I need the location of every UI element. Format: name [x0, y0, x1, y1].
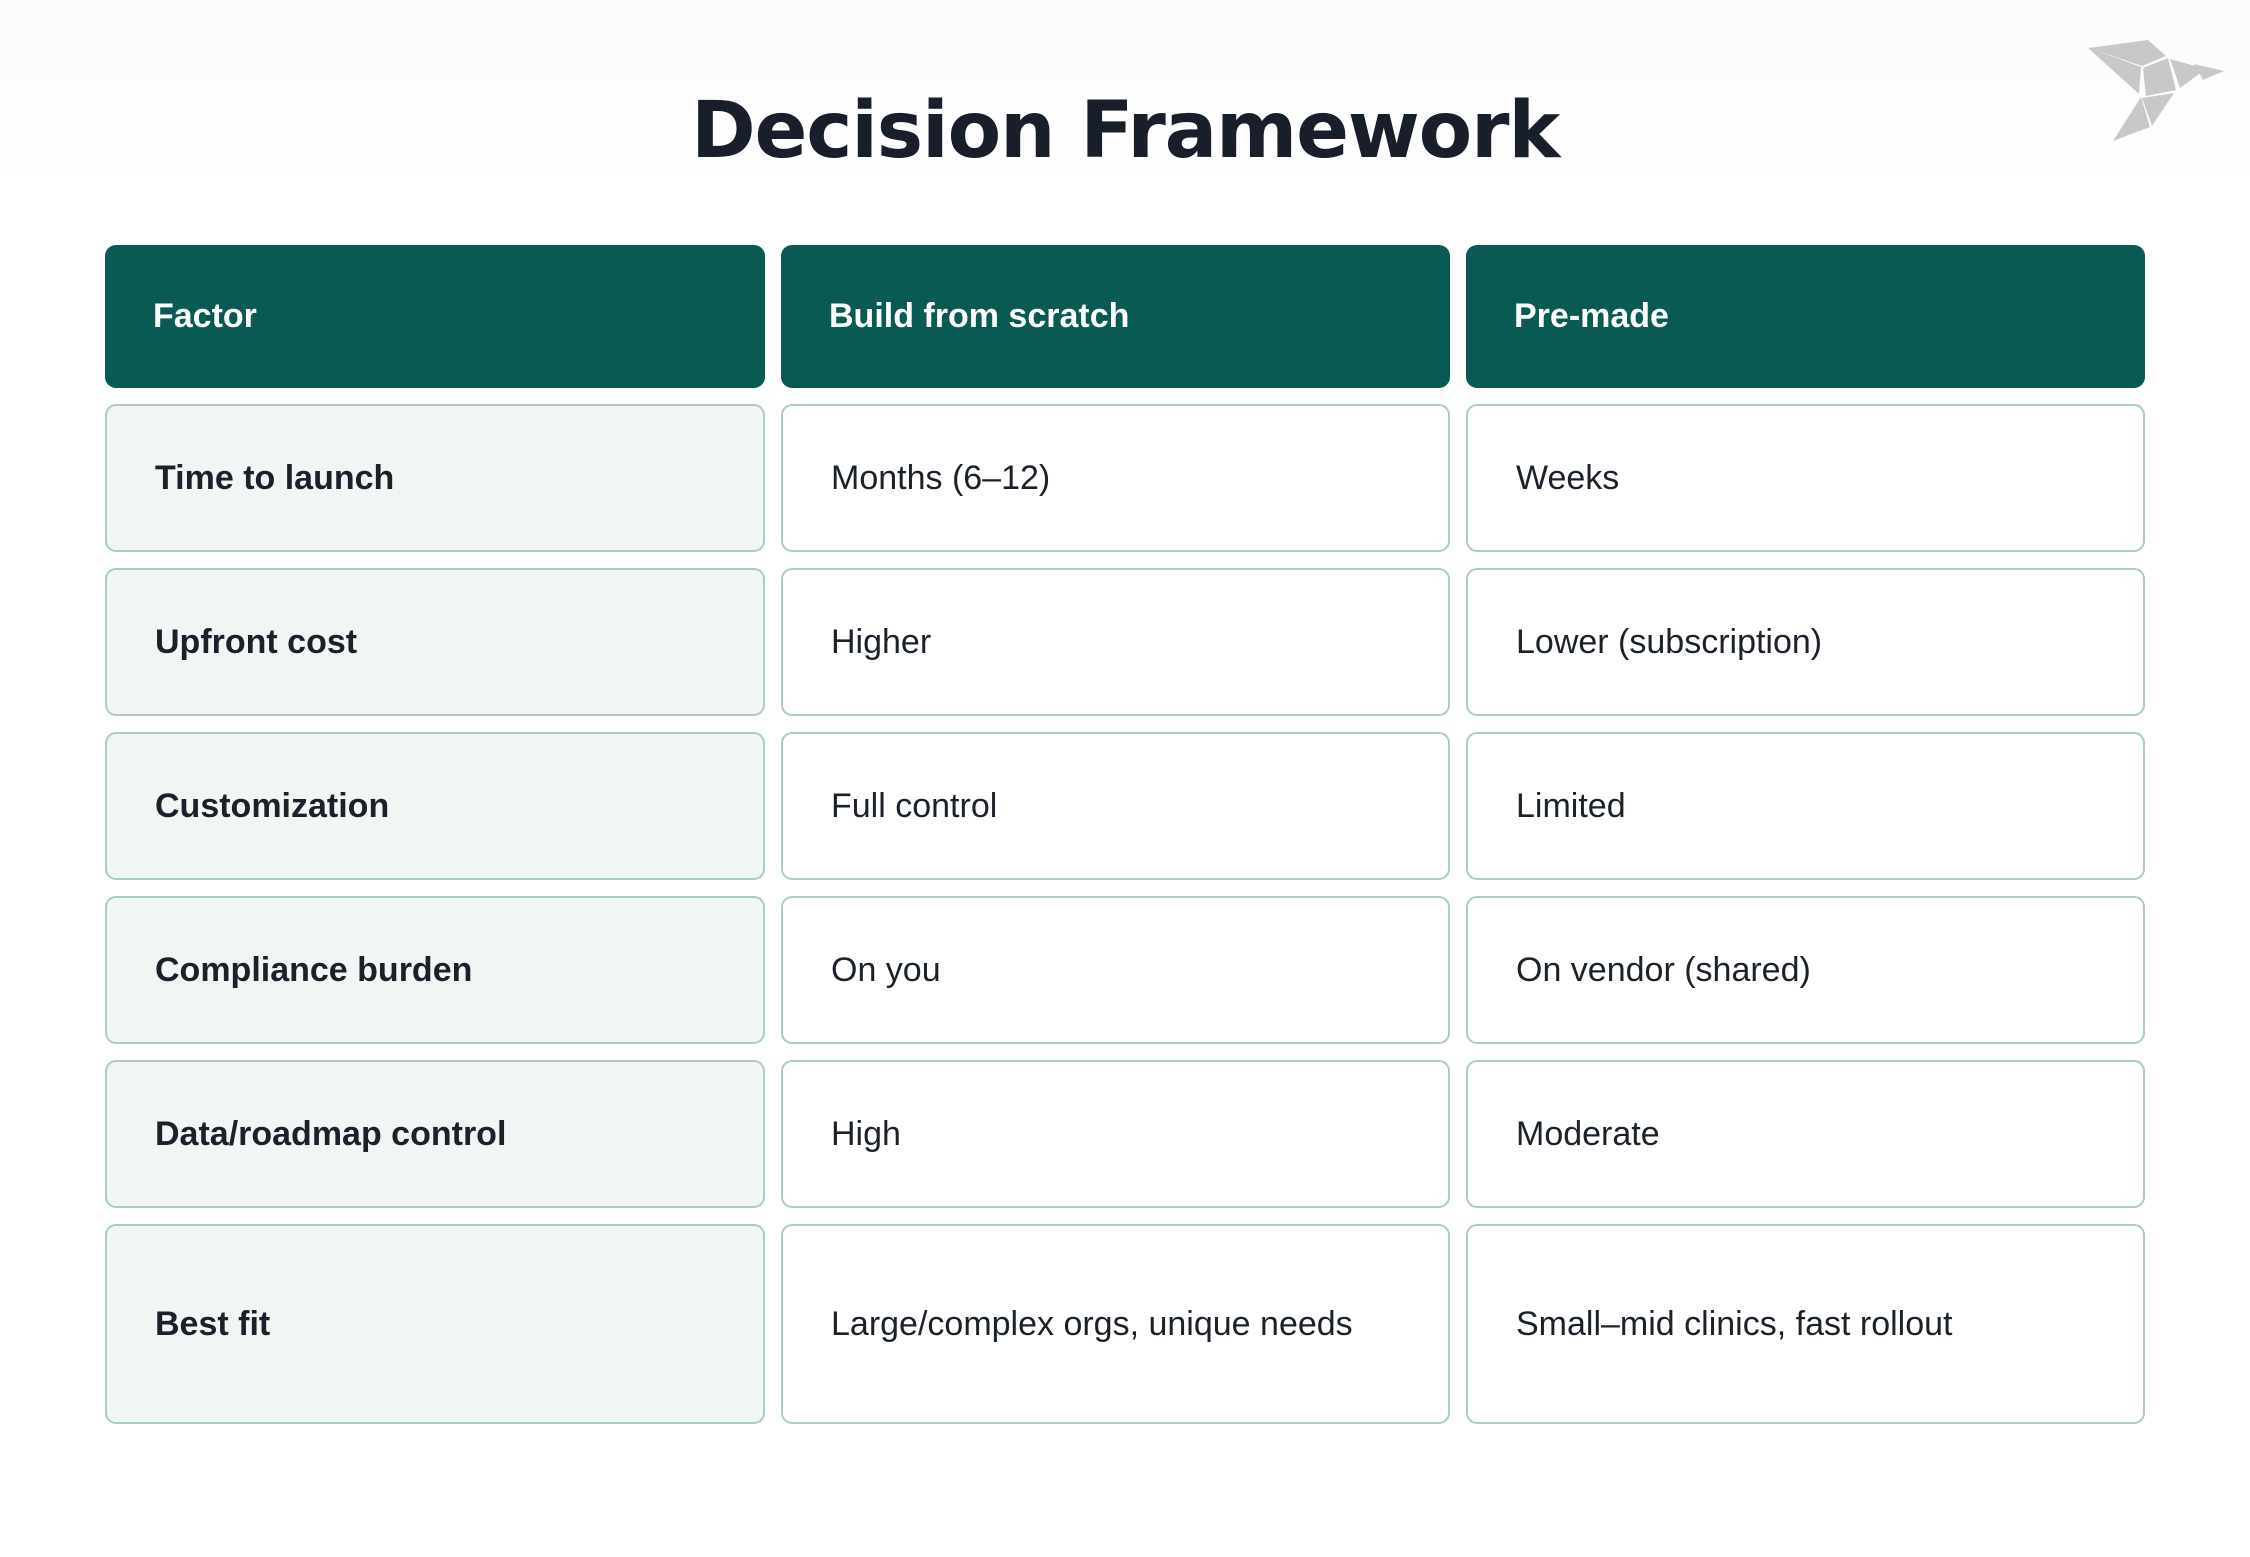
- row-factor-label: Time to launch: [155, 458, 395, 497]
- row-premade-value: Lower (subscription): [1516, 622, 1823, 661]
- row-factor-cell: Compliance burden: [105, 896, 765, 1044]
- row-factor-label: Upfront cost: [155, 622, 358, 661]
- row-premade-cell: Moderate: [1466, 1060, 2145, 1208]
- table-row: Time to launch Months (6–12) Weeks: [105, 404, 2145, 552]
- row-premade-cell: Limited: [1466, 732, 2145, 880]
- row-premade-value: Limited: [1516, 786, 1626, 825]
- row-factor-cell: Data/roadmap control: [105, 1060, 765, 1208]
- origami-bird-logo: [2084, 14, 2236, 144]
- decision-framework-table: Factor Build from scratch Pre-made Time …: [105, 245, 2145, 1424]
- row-build-cell: Large/complex orgs, unique needs: [781, 1224, 1450, 1424]
- row-build-cell: On you: [781, 896, 1450, 1044]
- page-title: Decision Framework: [690, 86, 1560, 176]
- row-factor-label: Best fit: [155, 1304, 271, 1343]
- column-header-build: Build from scratch: [781, 245, 1450, 388]
- row-premade-value: Small–mid clinics, fast rollout: [1516, 1304, 1953, 1343]
- row-premade-cell: Weeks: [1466, 404, 2145, 552]
- row-premade-value: Moderate: [1516, 1114, 1660, 1153]
- row-factor-cell: Customization: [105, 732, 765, 880]
- table-row: Upfront cost Higher Lower (subscription): [105, 568, 2145, 716]
- row-build-cell: High: [781, 1060, 1450, 1208]
- column-header-factor-label: Factor: [153, 297, 257, 336]
- row-build-value: On you: [831, 950, 941, 989]
- table-row: Data/roadmap control High Moderate: [105, 1060, 2145, 1208]
- table-header-row: Factor Build from scratch Pre-made: [105, 245, 2145, 388]
- row-factor-label: Compliance burden: [155, 950, 473, 989]
- row-premade-cell: On vendor (shared): [1466, 896, 2145, 1044]
- row-build-value: Full control: [831, 786, 998, 825]
- row-factor-label: Customization: [155, 786, 390, 825]
- column-header-premade: Pre-made: [1466, 245, 2145, 388]
- row-factor-cell: Best fit: [105, 1224, 765, 1424]
- table-row: Best fit Large/complex orgs, unique need…: [105, 1224, 2145, 1424]
- row-build-cell: Full control: [781, 732, 1450, 880]
- column-header-factor: Factor: [105, 245, 765, 388]
- row-premade-cell: Lower (subscription): [1466, 568, 2145, 716]
- row-premade-value: Weeks: [1516, 458, 1620, 497]
- column-header-build-label: Build from scratch: [829, 297, 1130, 336]
- table-row: Compliance burden On you On vendor (shar…: [105, 896, 2145, 1044]
- column-header-premade-label: Pre-made: [1514, 297, 1669, 336]
- row-build-value: High: [831, 1114, 901, 1153]
- row-build-value: Higher: [831, 622, 932, 661]
- row-factor-cell: Upfront cost: [105, 568, 765, 716]
- row-build-cell: Higher: [781, 568, 1450, 716]
- row-factor-cell: Time to launch: [105, 404, 765, 552]
- row-build-cell: Months (6–12): [781, 404, 1450, 552]
- row-build-value: Months (6–12): [831, 458, 1051, 497]
- row-premade-cell: Small–mid clinics, fast rollout: [1466, 1224, 2145, 1424]
- row-factor-label: Data/roadmap control: [155, 1114, 507, 1153]
- row-premade-value: On vendor (shared): [1516, 950, 1811, 989]
- table-row: Customization Full control Limited: [105, 732, 2145, 880]
- row-build-value: Large/complex orgs, unique needs: [831, 1304, 1353, 1343]
